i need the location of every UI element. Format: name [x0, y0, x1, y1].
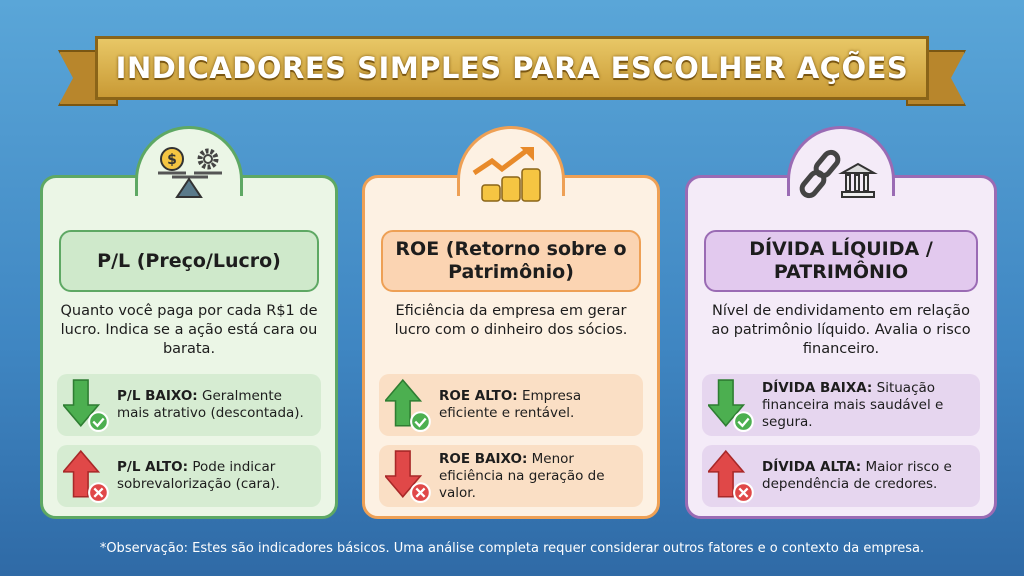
indicator-low: ROE BAIXO: Menor eficiência na geração d…: [379, 445, 643, 507]
svg-text:$: $: [167, 152, 177, 168]
growth-coins-icon: [472, 147, 541, 202]
item-text: Empresa eficiente e rentável.: [439, 388, 582, 421]
card-description: Eficiência da empresa em gerar lucro com…: [394, 303, 628, 338]
card-tab: [787, 126, 895, 199]
card-pl: $ P/L (Preço/Lucro) Quanto você paga por…: [40, 126, 338, 519]
item-label: ROE BAIXO:: [439, 450, 528, 467]
arrow-down-check-icon: [63, 378, 109, 432]
card-debt: DÍVIDA LÍQUIDA / PATRIMÔNIO Nível de end…: [685, 126, 997, 519]
chain-bank-icon: [799, 149, 878, 199]
title-banner: INDICADORES SIMPLES PARA ESCOLHER AÇÕES: [95, 36, 929, 100]
item-text: Pode indicar sobrevalorização (cara).: [117, 459, 280, 492]
card-roe: ROE (Retorno sobre o Patrimônio) Eficiên…: [362, 126, 660, 519]
item-text: Geralmente mais atrativo (descontada).: [117, 388, 304, 421]
item-label: ROE ALTO:: [439, 388, 518, 404]
arrow-down-check-icon: [708, 378, 754, 432]
card-description: Nível de endividamento em relação ao pat…: [711, 303, 971, 357]
item-label: P/L BAIXO:: [117, 388, 198, 404]
item-text: Maior risco e dependência de credores.: [762, 459, 952, 492]
indicator-low: DÍVIDA BAIXA: Situação financeira mais s…: [702, 374, 980, 436]
scale-icon: $: [158, 147, 222, 198]
card-title: P/L (Preço/Lucro): [59, 230, 319, 292]
card-description: Quanto você paga por cada R$1 de lucro. …: [60, 303, 318, 357]
indicator-high: P/L ALTO: Pode indicar sobrevalorização …: [57, 445, 321, 507]
indicator-high: DÍVIDA ALTA: Maior risco e dependência d…: [702, 445, 980, 507]
item-label: P/L ALTO:: [117, 459, 189, 475]
indicator-high: ROE ALTO: Empresa eficiente e rentável.: [379, 374, 643, 436]
indicator-low: P/L BAIXO: Geralmente mais atrativo (des…: [57, 374, 321, 436]
arrow-up-x-icon: [708, 449, 754, 503]
card-title: ROE (Retorno sobre o Patrimônio): [381, 230, 641, 292]
arrow-up-check-icon: [385, 378, 431, 432]
card-tab: [457, 126, 565, 202]
card-tab: $: [135, 126, 243, 198]
item-label: DÍVIDA BAIXA:: [762, 379, 873, 396]
arrow-down-x-icon: [385, 449, 431, 503]
page-title: INDICADORES SIMPLES PARA ESCOLHER AÇÕES: [115, 51, 909, 85]
arrow-up-x-icon: [63, 449, 109, 503]
item-text: Menor eficiência na geração de valor.: [439, 450, 605, 501]
footnote: *Observação: Estes são indicadores básic…: [99, 541, 925, 556]
item-label: DÍVIDA ALTA:: [762, 459, 862, 475]
item-text: Situação financeira mais saudável e segu…: [762, 379, 944, 430]
card-title: DÍVIDA LÍQUIDA / PATRIMÔNIO: [704, 230, 978, 292]
